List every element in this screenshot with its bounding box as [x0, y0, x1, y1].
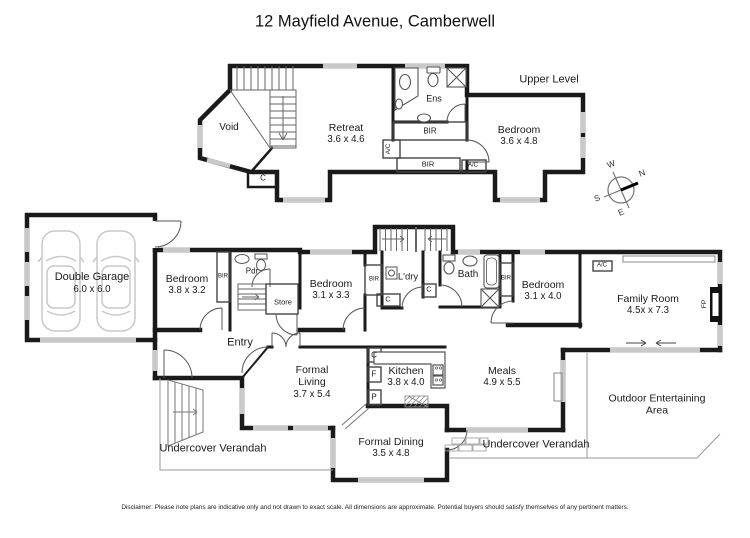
room-label-entry: Entry	[227, 336, 253, 349]
mid-stairs-icon	[237, 283, 299, 315]
room-dims: 3.1 x 3.3	[312, 290, 350, 302]
room-name: Double Garage	[54, 270, 130, 283]
room-name: Retreat	[328, 122, 364, 135]
car-icon	[37, 230, 85, 332]
room-dims: 3.5 x 4.8	[372, 448, 410, 460]
room-label-formal-living: Formal Living 3.7 x 5.4	[285, 364, 339, 400]
room-name: Formal Living	[295, 363, 329, 389]
car-icon	[92, 230, 140, 332]
label-pantry: P	[371, 392, 377, 402]
room-label-retreat: Retreat 3.6 x 4.6	[327, 122, 364, 146]
room-name: Meals	[487, 365, 517, 378]
label-ac-upper-left: A/C	[385, 143, 393, 155]
front-steps-icon	[167, 379, 204, 447]
bathtub-icon	[483, 254, 500, 289]
bathroom-fixtures	[442, 254, 500, 308]
kitchen-counter	[373, 351, 446, 389]
room-label-laundry: L'dry	[397, 271, 419, 283]
room-label-bath: Bath	[457, 269, 479, 281]
label-closet-kitchen: C	[371, 350, 377, 360]
room-name: Bedroom	[309, 278, 353, 291]
room-label-meals: Meals 4.9 x 5.5	[483, 365, 520, 389]
room-label-family: Family Room 4.5x x 7.3	[617, 293, 679, 317]
label-bir1: BIR	[217, 273, 229, 280]
label-bir-ensuite: BIR	[423, 126, 437, 136]
shower-icon	[480, 288, 500, 308]
label-closet-hall: C	[426, 284, 432, 294]
toilet-icon	[442, 254, 456, 275]
room-label-powder: Pdr	[245, 266, 259, 276]
disclaimer-text: Disclaimer: Please note plans are indica…	[121, 504, 629, 512]
label-closet-laundry: C	[385, 294, 391, 304]
vanity-icon	[394, 67, 432, 123]
room-name: Kitchen	[388, 365, 424, 378]
room-dims: 6.0 x 6.0	[73, 283, 111, 295]
room-label-bedroom-upper: Bedroom 3.6 x 4.8	[498, 124, 541, 148]
cooktop-icon	[432, 375, 444, 386]
room-label-store: Store	[274, 297, 292, 307]
room-name: Bedroom	[521, 279, 565, 292]
label-fridge: F	[371, 369, 377, 379]
ground-stairs-icon	[379, 227, 448, 252]
room-name: Formal Dining	[358, 436, 424, 449]
compass-icon	[603, 171, 639, 209]
toilet-icon	[254, 253, 268, 260]
label-ac-upper-right: A/C	[467, 162, 479, 169]
basin-icon	[234, 254, 250, 264]
shower-icon	[446, 67, 467, 88]
room-name: Bedroom	[497, 124, 541, 137]
room-dims: 3.6 x 4.6	[327, 134, 365, 146]
fireplace-icon	[710, 287, 722, 322]
room-label-ensuite: Ens	[426, 93, 442, 104]
room-dims: 4.9 x 5.5	[483, 377, 521, 389]
room-name: Bedroom	[165, 273, 209, 286]
page-title: 12 Mayfield Avenue, Camberwell	[255, 12, 495, 31]
upper-level-windows	[197, 63, 586, 203]
label-ac-family: A/C	[596, 262, 608, 269]
paving-brick-icon	[444, 437, 489, 452]
label-fireplace: FP	[701, 299, 709, 309]
sliding-door-arrows	[626, 339, 676, 347]
room-label-kitchen: Kitchen 3.8 x 4.0	[387, 365, 424, 389]
ensuite-fixtures	[394, 66, 467, 123]
upper-level-doors	[446, 103, 490, 163]
kitchen-hatch-bench	[404, 395, 429, 408]
room-name: Family Room	[617, 293, 679, 306]
room-label-bedroom3: Bedroom 3.1 x 4.0	[522, 279, 565, 303]
basin-icon	[462, 255, 478, 267]
label-verandah-left: Undercover Verandah	[159, 442, 267, 455]
room-dims: 4.5x x 7.3	[626, 305, 669, 317]
upper-level-closets	[382, 121, 487, 173]
upper-level-label: Upper Level	[519, 73, 579, 86]
room-label-void: Void	[219, 122, 239, 134]
laundry-sink-icon	[385, 266, 398, 280]
ground-doors	[154, 220, 514, 451]
room-label-bedroom1: Bedroom 3.8 x 3.2	[166, 273, 209, 297]
room-label-bedroom2: Bedroom 3.1 x 3.3	[310, 278, 353, 302]
room-dims: 3.7 x 5.4	[293, 388, 331, 400]
verandah-outlines	[159, 353, 721, 471]
label-bir-upper-hall: BIR	[421, 159, 435, 169]
room-label-formal-dining: Formal Dining 3.5 x 4.8	[358, 436, 423, 460]
upper-stairs-icon	[229, 66, 297, 149]
toilet-icon	[426, 66, 441, 88]
powder-room-fixtures	[234, 253, 268, 271]
room-dims: 3.8 x 3.2	[168, 285, 206, 297]
ground-windows	[24, 221, 723, 483]
oven-icon	[432, 364, 444, 376]
label-outdoor-area: Outdoor Entertaining Area	[608, 392, 706, 417]
label-closet-upper: C	[260, 173, 266, 183]
room-dims: 3.6 x 4.8	[500, 136, 538, 148]
label-bir3: BIR	[500, 275, 512, 282]
room-label-garage: Double Garage 6.0 x 6.0	[55, 271, 130, 295]
room-dims: 3.8 x 4.0	[387, 377, 425, 389]
room-dims: 3.1 x 4.0	[524, 291, 562, 303]
label-bir2: BIR	[368, 276, 380, 283]
label-verandah-right: Undercover Verandah	[482, 438, 590, 451]
